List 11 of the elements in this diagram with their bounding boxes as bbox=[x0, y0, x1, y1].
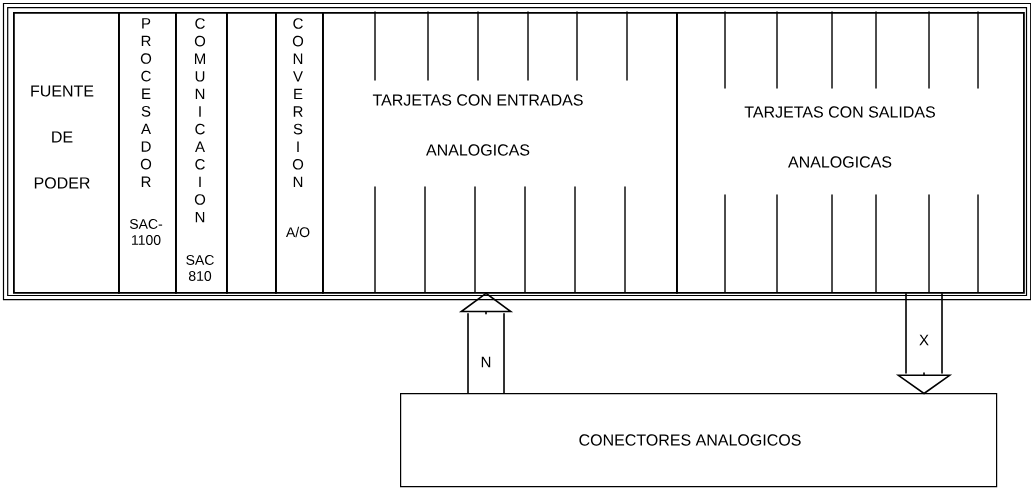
card-slot bbox=[226, 12, 277, 294]
card-group-panel: TARJETAS CON SALIDAS ANALOGICAS bbox=[676, 12, 1025, 294]
card-slot: CONVERSION A/O bbox=[275, 12, 324, 294]
connector-box: CONECTORES ANALOGICOS bbox=[400, 393, 998, 488]
card-group-panel: TARJETAS CON ENTRADAS ANALOGICAS bbox=[322, 12, 678, 294]
power-supply-slot: FUENTE DE PODER bbox=[13, 12, 120, 294]
rack-frame bbox=[2, 2, 1031, 301]
edge-label: N bbox=[479, 355, 493, 369]
card-slot: PROCESADOR SAC-1100 bbox=[118, 12, 177, 294]
card-slot: COMUNICACION SAC 810 bbox=[175, 12, 228, 294]
edge-label: X bbox=[918, 333, 930, 347]
